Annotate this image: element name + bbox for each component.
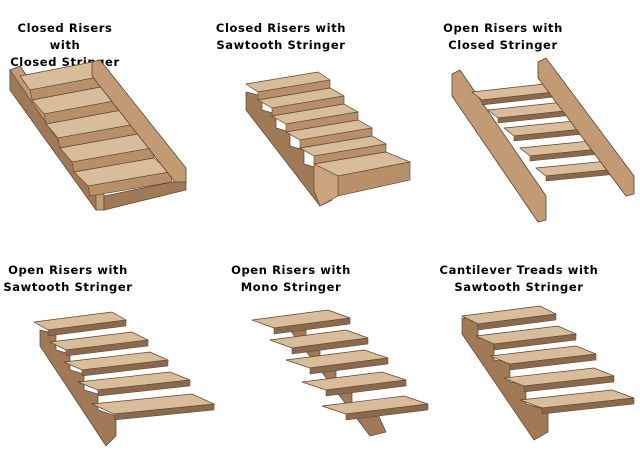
- stairs-closed-risers-1: [19, 61, 173, 197]
- closed-stringer-right-3: [537, 57, 635, 197]
- caption-closed-risers-closed-stringer: Closed Risers with Closed Stringer: [10, 21, 119, 69]
- caption-closed-risers-sawtooth-stringer: Closed Risers with Sawtooth Stringer: [215, 21, 347, 52]
- closed-stringer-left-3: [451, 69, 547, 223]
- sawtooth-stringer-4: [39, 329, 117, 447]
- cantilever-treads-6: [460, 305, 635, 415]
- closed-stringer-right: [91, 59, 187, 211]
- caption-open-risers-sawtooth-stringer: Open Risers with Sawtooth Stringer: [3, 263, 133, 294]
- caption-cantilever-treads-sawtooth-stringer: Cantilever Treads with Sawtooth Stringer: [439, 263, 599, 294]
- caption-open-risers-closed-stringer: Open Risers with Closed Stringer: [443, 21, 563, 52]
- open-treads-4: [32, 311, 216, 421]
- caption-open-risers-mono-stringer: Open Risers with Mono Stringer: [231, 263, 351, 294]
- stairs-closed-risers-2: [245, 71, 412, 207]
- open-treads-5: [251, 309, 429, 421]
